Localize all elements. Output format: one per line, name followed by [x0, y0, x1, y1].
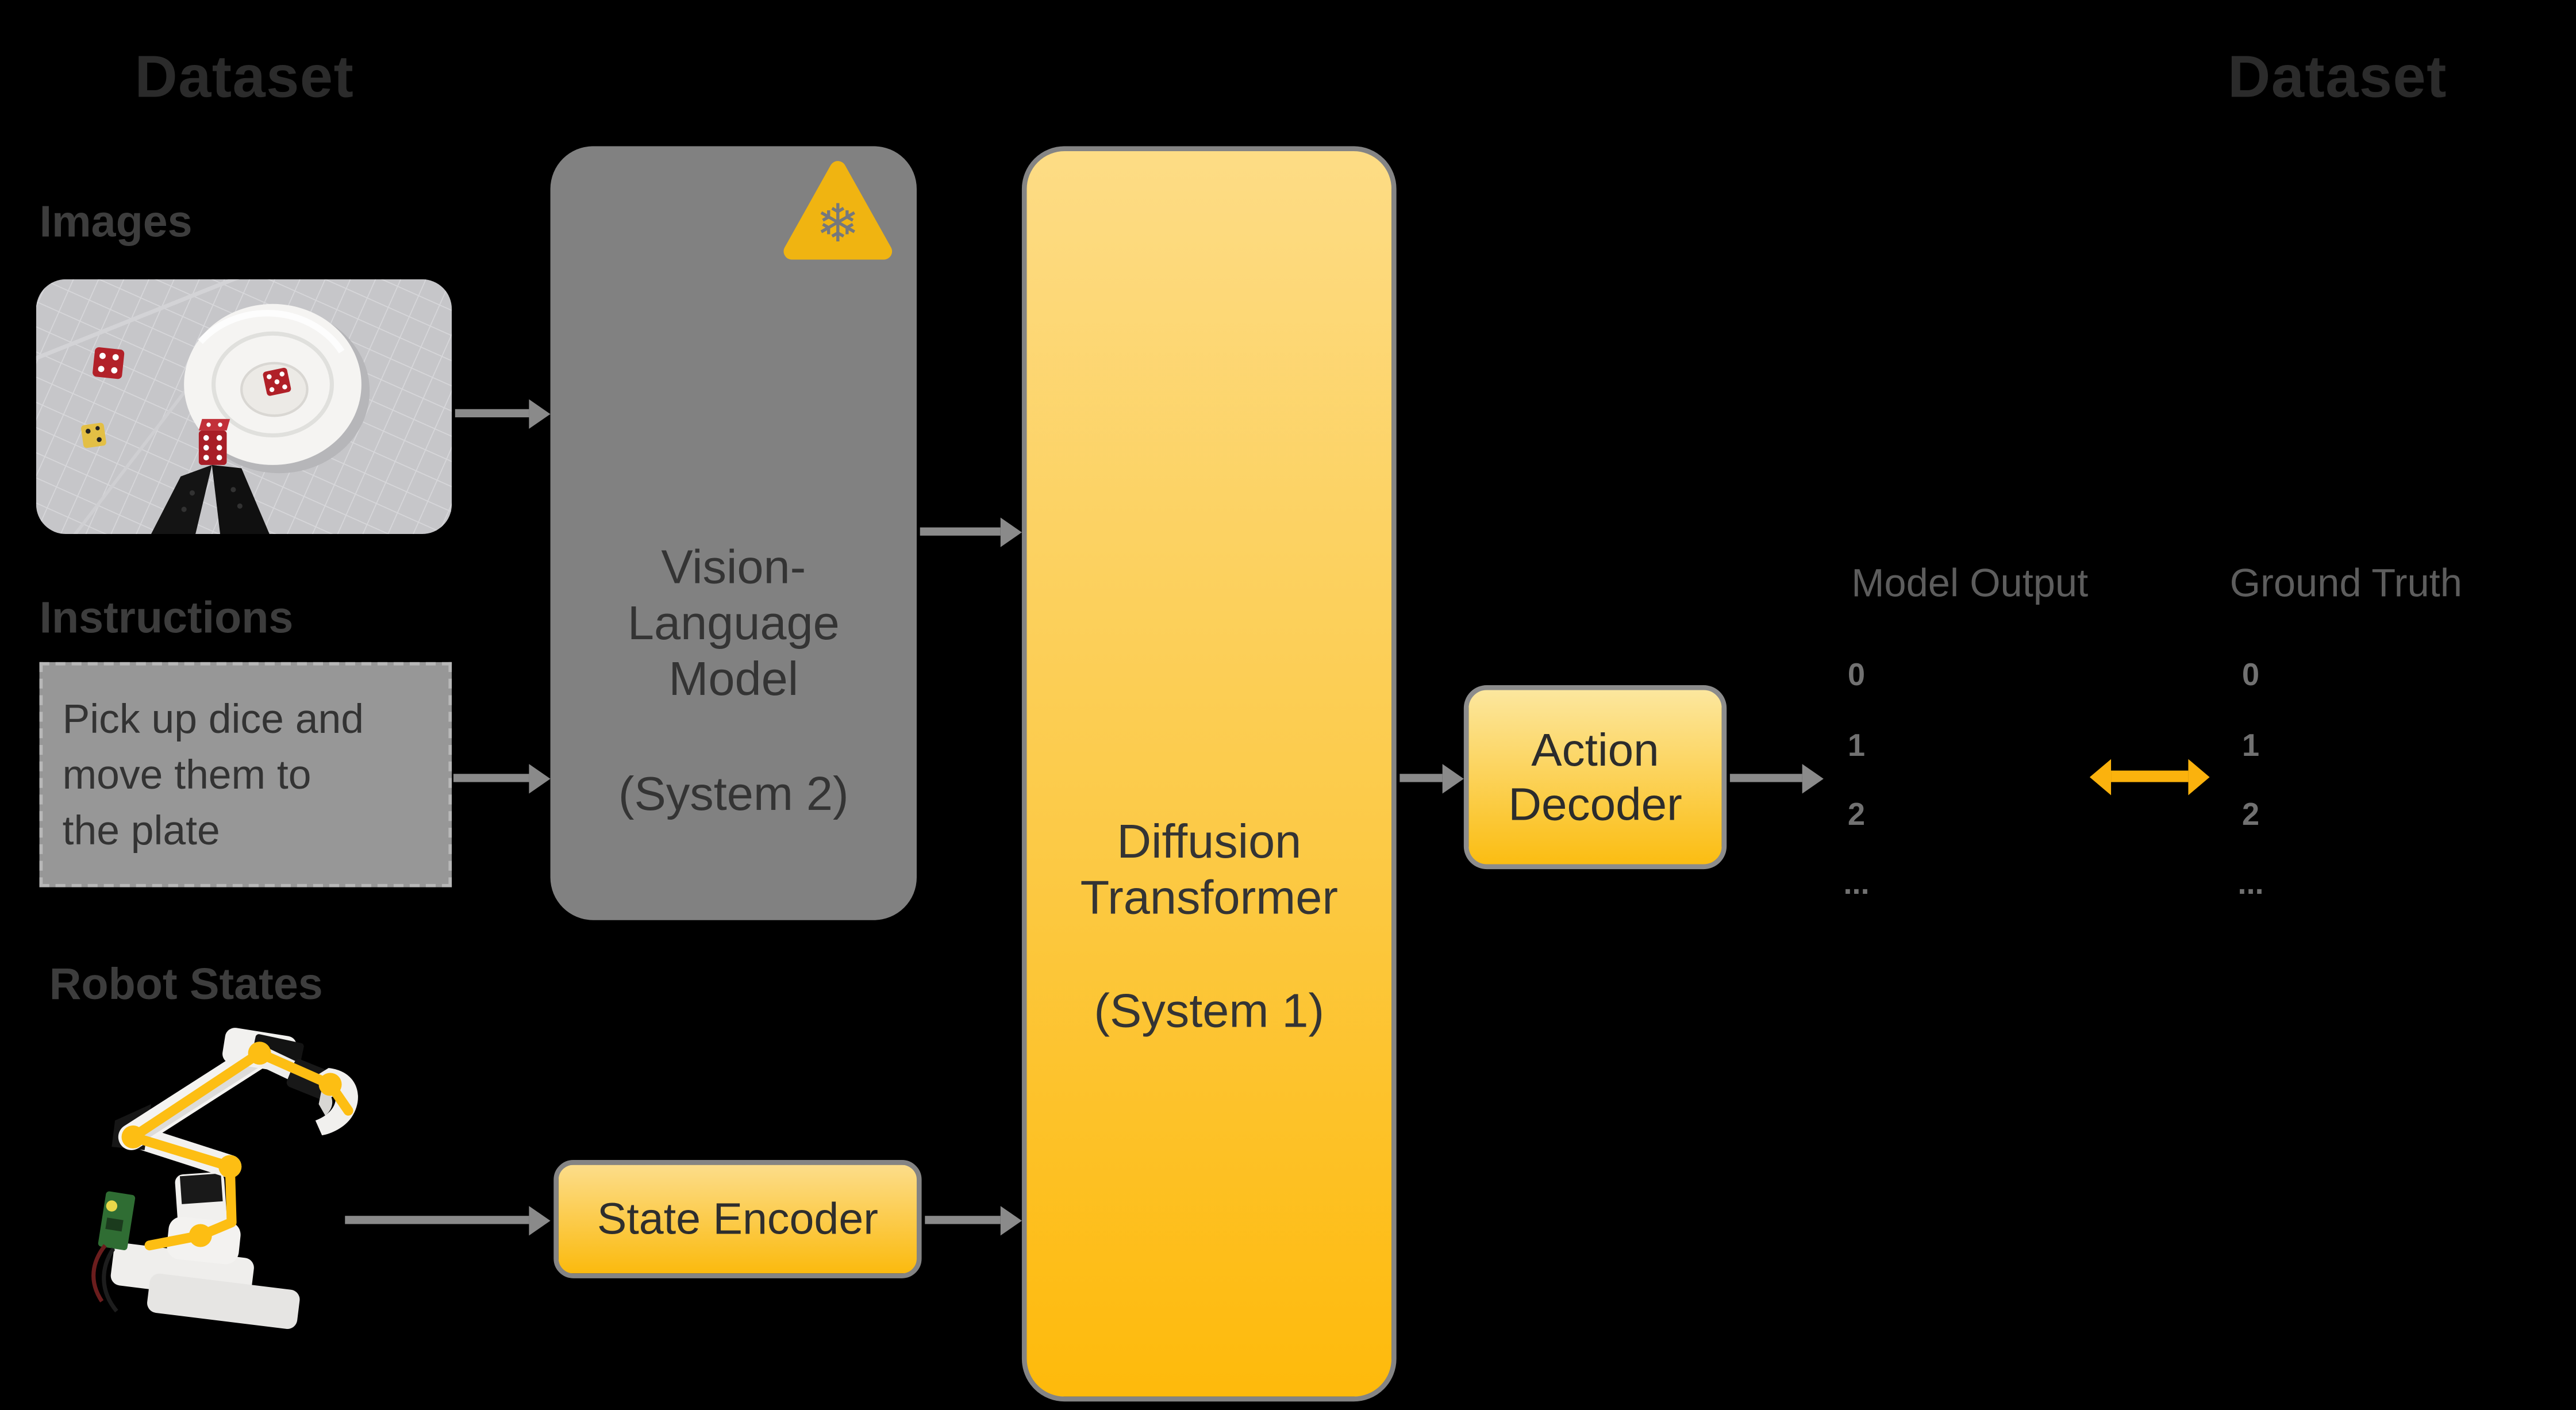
ground-truth-row: 1: [2241, 729, 2260, 764]
dt-label-line: Diffusion: [1117, 816, 1302, 870]
arrow-robot-to-state-encoder: [345, 1216, 529, 1224]
action-decoder-label-line: Action: [1531, 724, 1659, 776]
model-output-ellipsis: ...: [1843, 867, 1870, 902]
robot-servo: [179, 1173, 223, 1204]
action-decoder-box: Action Decoder: [1463, 685, 1727, 870]
ground-truth-row: 2: [2241, 798, 2260, 833]
state-encoder-box: State Encoder: [553, 1160, 922, 1278]
robot-wire: [102, 1247, 118, 1313]
robot-wire: [91, 1244, 107, 1303]
ground-truth-row: 0: [2241, 659, 2260, 694]
frozen-badge: ❄: [783, 161, 893, 260]
red-die: [93, 347, 125, 379]
robot-arm-illustration: [91, 1028, 358, 1329]
arrow-action-decoder-to-output: [1729, 774, 1802, 782]
yellow-die: [81, 422, 106, 448]
arrow-state-encoder-to-dt: [925, 1216, 1001, 1224]
dt-system-label: (System 1): [1094, 986, 1325, 1039]
state-encoder-label: State Encoder: [597, 1193, 878, 1243]
robot-states-label: Robot States: [49, 959, 323, 1009]
compare-double-arrow: [2111, 770, 2189, 782]
arrow-vlm-to-dt: [920, 527, 1001, 536]
vlm-label-line: Model: [668, 654, 799, 707]
model-output-row: 0: [1847, 659, 1866, 694]
instruction-line: move them to: [62, 752, 312, 799]
arrow-instructions-to-vlm: [453, 774, 529, 782]
model-output-header: Model Output: [1851, 562, 2089, 606]
model-output-row: 2: [1847, 798, 1866, 833]
die-on-plate: [263, 367, 291, 396]
snowflake-icon: ❄: [816, 193, 860, 254]
ground-truth-header: Ground Truth: [2229, 562, 2462, 606]
held-die: [198, 418, 230, 465]
dt-label-line: Transformer: [1080, 872, 1338, 925]
dataset-title-left: Dataset: [134, 43, 355, 110]
images-label: Images: [39, 197, 193, 247]
gripper-finger-right: [212, 464, 270, 534]
dataset-title-right: Dataset: [2227, 43, 2447, 110]
arrow-dt-to-action-decoder: [1400, 774, 1443, 782]
model-output-row: 1: [1847, 729, 1866, 764]
vlm-box: Vision- Language Model (System 2): [550, 146, 917, 920]
instruction-box: Pick up dice and move them to the plate: [39, 662, 452, 888]
ground-truth-ellipsis: ...: [2237, 867, 2264, 902]
vlm-system-label: (System 2): [618, 769, 849, 822]
instructions-label: Instructions: [39, 593, 294, 643]
instruction-line: Pick up dice and: [62, 696, 364, 743]
vlm-label-line: Vision-: [661, 542, 806, 595]
action-decoder-label-line: Decoder: [1508, 778, 1682, 830]
camera-image: [36, 279, 452, 534]
arrow-images-to-vlm: [455, 409, 529, 418]
vlm-label-line: Language: [627, 598, 840, 651]
gripper-finger-left: [151, 464, 212, 534]
diffusion-transformer-box: Diffusion Transformer (System 1): [1021, 146, 1397, 1402]
skeleton-joints: [121, 1042, 342, 1247]
robot-led: [106, 1200, 118, 1212]
instruction-line: the plate: [62, 808, 220, 855]
